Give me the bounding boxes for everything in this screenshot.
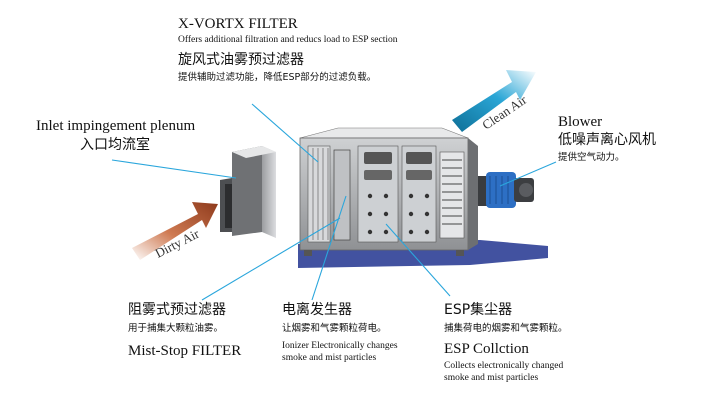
ionizer-title-zh: 电离发生器 <box>282 302 352 318</box>
blower-title-en: Blower <box>558 114 603 130</box>
blower-title-zh: 低噪声离心风机 <box>558 132 656 148</box>
blower-desc-zh: 提供空气动力。 <box>558 152 625 163</box>
ionizer-desc-en-line1: Ionizer Electronically changes <box>282 341 398 351</box>
esp-desc-zh: 捕集荷电的烟雾和气雾颗粒。 <box>444 323 568 334</box>
dirty-air-arrow: 油雾烟气 Dirty Air <box>132 197 218 261</box>
ionizer-panel <box>357 145 399 243</box>
clean-air-arrow: 清洁空气 Clean Air <box>449 65 536 132</box>
xvortex-desc-en: Offers additional filtration and reducs … <box>178 35 398 45</box>
esp-title-zh: ESP集尘器 <box>444 302 513 318</box>
mist-stop-desc-zh: 用于捕集大颗粒油雾。 <box>128 323 224 334</box>
leader-line-ionizer <box>311 195 347 301</box>
esp-desc-en-line2: smoke and mist particles <box>444 373 539 383</box>
ionizer-desc-zh: 让烟雾和气雾颗粒荷电。 <box>282 323 387 334</box>
xvortex-title-en: X-VORTX FILTER <box>178 16 298 32</box>
blower-housing <box>439 151 465 239</box>
esp-unit-body <box>299 127 478 256</box>
esp-title-en: ESP Collction <box>444 341 529 357</box>
leader-line-esp <box>385 223 451 297</box>
leader-line-mist-stop <box>201 217 341 301</box>
mist-stop-filter-panel <box>333 149 351 241</box>
xvortex-desc-zh: 提供辅助过滤功能，降低ESP部分的过滤负载。 <box>178 72 377 83</box>
xvortex-title-zh: 旋风式油雾预过滤器 <box>178 52 304 68</box>
inlet-plenum <box>220 146 276 238</box>
inlet-title-en: Inlet impingement plenum <box>36 118 196 134</box>
inlet-title-zh: 入口均流室 <box>80 137 150 153</box>
esp-collector-panel <box>401 145 437 243</box>
mist-stop-title-zh: 阻雾式预过滤器 <box>128 302 226 318</box>
leader-line-xvortex <box>251 103 319 163</box>
xvortex-filter-panel <box>307 145 331 243</box>
blower-motor <box>478 172 534 208</box>
leader-line-inlet <box>111 159 237 179</box>
esp-desc-en-line1: Collects electronically changed <box>444 361 564 371</box>
mist-stop-title-en: Mist-Stop FILTER <box>128 343 242 359</box>
leader-line-blower <box>499 161 557 187</box>
ionizer-desc-en-line2: smoke and mist particles <box>282 353 377 363</box>
